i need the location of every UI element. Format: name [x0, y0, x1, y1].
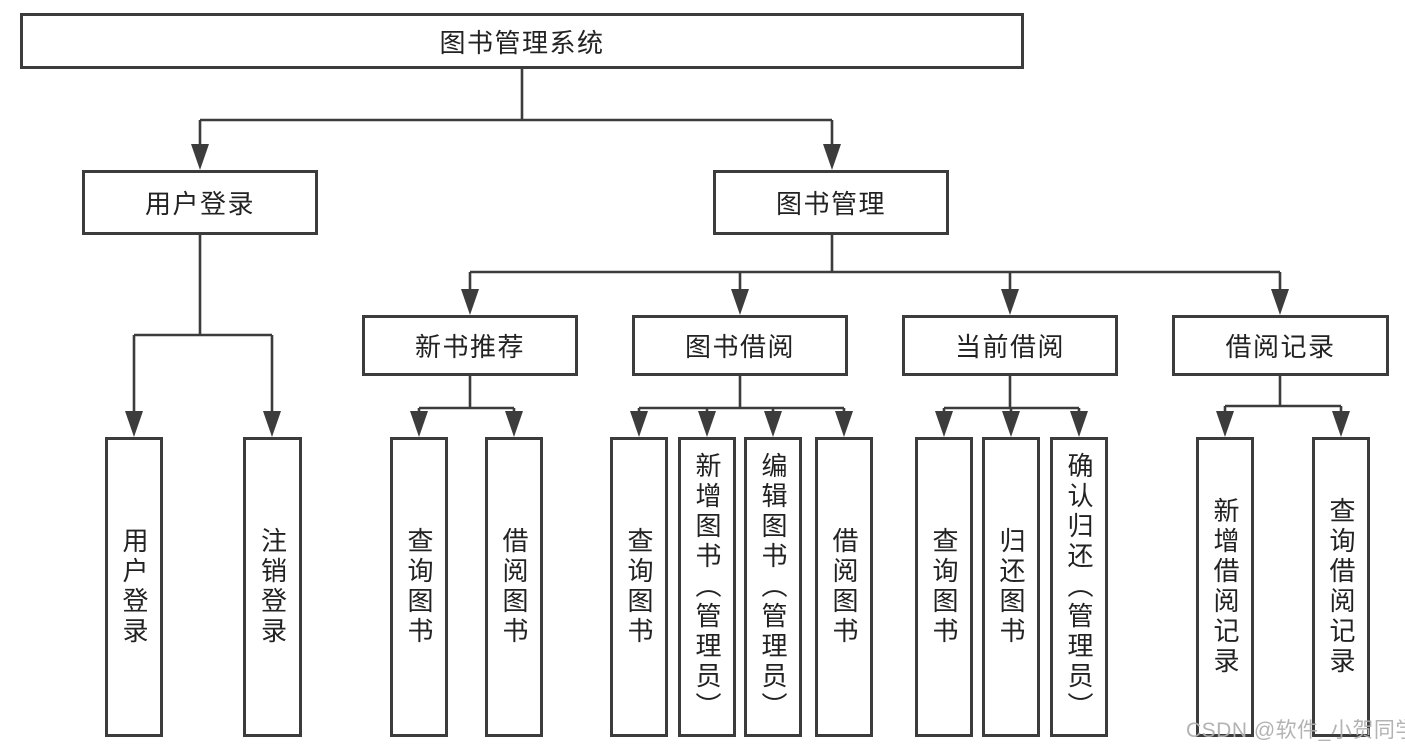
node-query-books-current: 查询图书 [915, 437, 973, 737]
connector-userlogin-to-leaves [132, 235, 274, 413]
node-label: 确认归还（管理员） [1064, 452, 1094, 722]
connector-root-to-level1 [198, 69, 834, 146]
csdn-watermark: CSDN @软件_小贺同学 [1186, 719, 1405, 742]
connector-borrowing-to-leaves [637, 376, 846, 414]
node-label: 借阅图书 [499, 527, 529, 647]
node-borrowing-records: 借阅记录 [1172, 315, 1389, 376]
node-query-books-borrow: 查询图书 [610, 437, 668, 737]
node-label: 编辑图书（管理员） [758, 452, 788, 722]
node-borrow-books-newrec: 借阅图书 [485, 437, 543, 737]
node-label: 查询图书 [929, 527, 959, 647]
node-library-management-system: 图书管理系统 [20, 13, 1024, 69]
node-add-books-admin: 新增图书（管理员） [678, 437, 736, 737]
node-label: 图书管理 [775, 189, 886, 219]
node-label: 用户登录 [144, 189, 255, 219]
connector-newbook-to-leaves [417, 376, 516, 414]
node-book-borrowing: 图书借阅 [632, 315, 848, 376]
node-logout-leaf: 注销登录 [243, 437, 302, 737]
node-label: 借阅记录 [1225, 332, 1336, 362]
node-label: 注销登录 [257, 527, 288, 647]
node-edit-books-admin: 编辑图书（管理员） [744, 437, 802, 737]
node-label: 借阅图书 [829, 527, 859, 647]
node-user-login-leaf: 用户登录 [105, 437, 163, 737]
node-borrow-books-leaf: 借阅图书 [815, 437, 873, 737]
node-label: 用户登录 [119, 527, 149, 647]
connector-current-to-leaves [942, 376, 1081, 414]
connector-bookmgmt-to-level2 [468, 235, 1282, 291]
node-label: 新增借阅记录 [1210, 497, 1240, 677]
node-label: 查询图书 [624, 527, 654, 647]
node-label: 查询借阅记录 [1326, 497, 1356, 677]
node-query-books-newrec: 查询图书 [390, 437, 448, 737]
node-label: 查询图书 [404, 527, 434, 647]
node-book-management: 图书管理 [713, 170, 949, 235]
node-add-borrow-record: 新增借阅记录 [1196, 437, 1254, 737]
node-user-login: 用户登录 [82, 170, 318, 235]
node-confirm-return-admin: 确认归还（管理员） [1050, 437, 1108, 737]
node-label: 新书推荐 [414, 332, 525, 362]
node-label: 图书管理系统 [439, 27, 605, 58]
node-label: 当前借阅 [954, 332, 1065, 362]
node-return-books: 归还图书 [982, 437, 1040, 737]
node-label: 归还图书 [996, 527, 1026, 647]
connector-records-to-leaves [1223, 376, 1343, 414]
node-current-borrowing: 当前借阅 [902, 315, 1118, 376]
node-new-book-recommend: 新书推荐 [362, 315, 578, 376]
node-label: 新增图书（管理员） [692, 452, 722, 722]
node-query-borrow-record: 查询借阅记录 [1312, 437, 1370, 737]
node-label: 图书借阅 [684, 332, 795, 362]
